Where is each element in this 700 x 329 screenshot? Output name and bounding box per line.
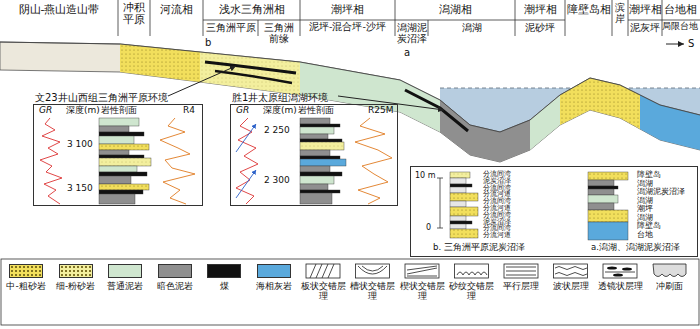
inset-label: 分流间湾 [483, 198, 511, 205]
inset-label: a.潟湖、潟湖泥炭沼泽 [591, 243, 680, 252]
legend-swatch [158, 264, 192, 278]
legend-label: 平行层理 [498, 282, 544, 292]
facies-header: 潟湖 [428, 22, 515, 33]
inset-title: 文23井山西组三角洲平原环境 [35, 92, 168, 103]
inset-label: 潟湖 [637, 180, 653, 188]
facies-header: 泥砂坪 [515, 22, 565, 33]
legend-label: 中-粗砂岩 [3, 282, 49, 292]
inset-label: 泥炭沼泽 [483, 219, 511, 226]
legend-label: 透镜状层理 [597, 282, 643, 292]
legend-swatch [59, 264, 93, 278]
callout-letter: a [404, 47, 410, 58]
facies-header: 潟湖相 [395, 4, 515, 16]
legend-swatch [207, 264, 241, 278]
direction-label: S [688, 38, 694, 49]
facies-header: 障壁岛相 [565, 4, 612, 16]
inset-label: 深度(m) [263, 106, 297, 116]
legend-label: 暗色泥岩 [152, 282, 198, 292]
inset-label: 潮坪 [637, 205, 653, 213]
facies-header: 潮坪相 [628, 4, 662, 16]
facies-header: 泥灰坪 [628, 22, 662, 33]
facies-header: 台地相 [662, 4, 698, 16]
inset-title: 10 m [415, 172, 436, 181]
inset-title: 胜1井太原组潟湖环境 [232, 92, 328, 103]
facies-header: 三角洲平原 [203, 22, 258, 33]
facies-header: 浅水三角洲相 [203, 4, 300, 16]
facies-model-inset: 10 m0分流间湾泥炭沼泽分流间湾分流河道分流间湾分流河道分流间湾泥炭沼泽分流间… [410, 166, 698, 257]
facies-header: 阴山-燕山造山带 [0, 4, 118, 16]
legend-swatch [9, 264, 43, 278]
facies-header: 河流相 [150, 4, 203, 16]
legend-label: 波状层理 [548, 282, 594, 292]
inset-label: 潟湖泥炭沼泽 [637, 188, 685, 196]
well-log-inset: 胜1井太原组潟湖环境 GR 深度(m)岩性剖面 R25M 2 250 2 300 [230, 92, 398, 206]
inset-label: 泥炭沼泽 [483, 178, 511, 185]
inset-label: 分流河道 [483, 191, 511, 198]
inset-label: R4 [183, 106, 195, 116]
inset-label: 0 [426, 224, 431, 233]
legend-label: 楔状交错层理 [399, 282, 445, 302]
facies-header: 三角洲前缘 [263, 22, 295, 44]
inset-label: 分流间湾 [483, 212, 511, 219]
inset-label: 岩性剖面 [298, 106, 334, 116]
facies-header: 潟湖泥炭沼泽 [396, 22, 428, 44]
legend-label: 海相灰岩 [251, 282, 297, 292]
inset-label: 潟湖 [637, 214, 653, 222]
inset-label: 分流河道 [483, 205, 511, 212]
inset-label: R25M [368, 106, 393, 116]
inset-label: 障壁岛 [637, 171, 661, 179]
legend-swatch [108, 264, 142, 278]
inset-label: 2 250 [264, 126, 290, 136]
inset-label: 3 150 [67, 184, 93, 194]
well-log-inset: 文23井山西组三角洲平原环境 GR 深度(m)岩性剖面 R4 3 100 3 150 [33, 92, 203, 206]
legend-label: 槽状交错层理 [350, 282, 396, 302]
inset-label: 分流间湾 [483, 171, 511, 178]
facies-header: 冲积平原 [122, 2, 146, 26]
inset-frame [33, 104, 203, 206]
facies-header: 泥坪-混合坪-沙坪 [300, 22, 395, 32]
inset-label: 岩性剖面 [101, 106, 137, 116]
inset-label: 障壁岛 [637, 222, 661, 230]
legend-label: 冲刷面 [647, 282, 693, 292]
legend-label: 砂纹交错层理 [449, 282, 495, 302]
facies-header: 滨岸 [614, 2, 626, 24]
callout-letter: b [205, 37, 211, 48]
facies-header: 潮坪相 [515, 4, 565, 16]
legend-label: 板状交错层理 [300, 282, 346, 302]
inset-label: 3 100 [67, 140, 93, 150]
legend-label: 细-粉砂岩 [53, 282, 99, 292]
inset-label: 分流间湾 [483, 225, 511, 232]
facies-header: 潮坪相 [300, 4, 395, 16]
inset-label: 台地 [637, 231, 653, 239]
legend-swatch [257, 264, 291, 278]
legend-label: 煤 [201, 282, 247, 292]
inset-label: GR [236, 106, 249, 116]
inset-label: GR [39, 106, 52, 116]
inset-frame [230, 104, 398, 206]
legend-label: 普通泥岩 [102, 282, 148, 292]
inset-label: 分流河道 [483, 232, 511, 239]
inset-label: 2 300 [264, 176, 290, 186]
inset-label: 深度(m) [66, 106, 100, 116]
inset-label: 分流间湾 [483, 185, 511, 192]
inset-label: 潟湖 [637, 197, 653, 205]
inset-label: b. 三角洲平原泥炭沼泽 [433, 243, 525, 252]
facies-header: 局限台地 [662, 22, 698, 31]
